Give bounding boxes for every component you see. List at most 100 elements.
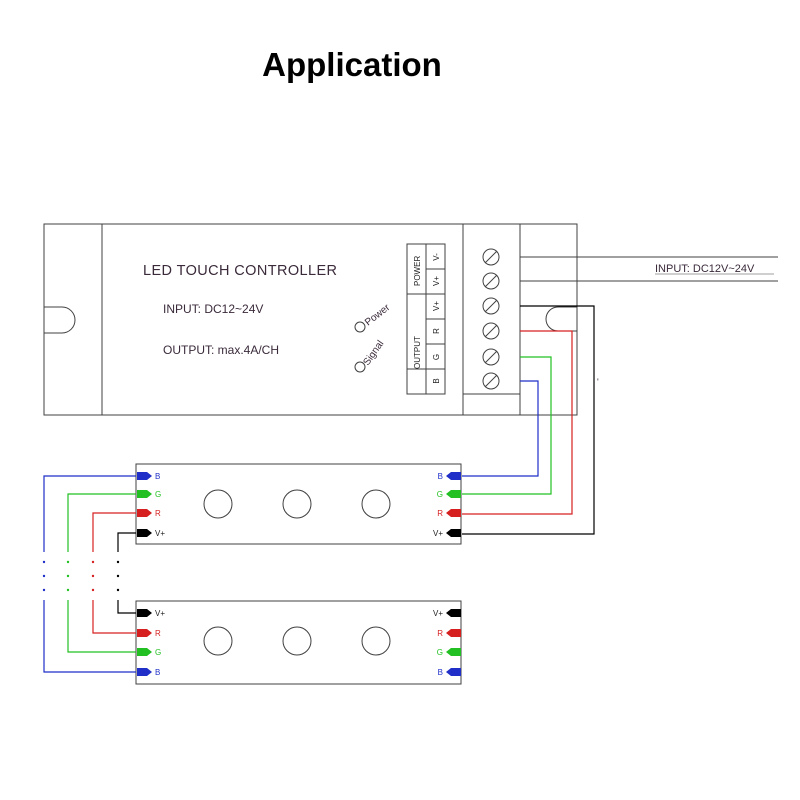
- stray-mark: ': [597, 377, 599, 387]
- screw-terminal-icon: [482, 272, 500, 290]
- screw-terminal-icon: [482, 248, 500, 266]
- controller-outline: [43, 223, 578, 416]
- screw-terminal-icon: [482, 322, 500, 340]
- pad-body: [451, 668, 461, 676]
- connector-pad: V+: [137, 529, 165, 538]
- connector-pad: R: [137, 509, 161, 518]
- pad-label: V+: [433, 609, 443, 618]
- pad-tip-icon: [147, 648, 152, 656]
- diagram-title: Application: [262, 46, 442, 83]
- continuation-dot: [66, 588, 70, 592]
- pad-tip-icon: [446, 648, 451, 656]
- pad-body: [137, 668, 147, 676]
- pad-tip-icon: [446, 509, 451, 517]
- terminal-label: V-: [432, 253, 441, 261]
- wire-vplus-link-bottom: [117, 600, 136, 614]
- continuation-dot: [42, 588, 46, 592]
- terminal-label: G: [432, 354, 441, 360]
- continuation-dot: [42, 574, 46, 578]
- pad-tip-icon: [147, 509, 152, 517]
- connector-pad: B: [137, 472, 160, 481]
- pad-body: [137, 629, 147, 637]
- pad-label: G: [155, 490, 161, 499]
- connector-pad: B: [137, 668, 160, 677]
- continuation-dot: [116, 574, 120, 578]
- connector-pad: G: [437, 490, 461, 499]
- pad-body: [451, 529, 461, 537]
- screw-terminal-icon: [482, 348, 500, 366]
- terminal-labels: V-V+V+RGB: [432, 253, 441, 384]
- wire-vplus-output: [462, 305, 595, 535]
- strip-1-led-2-icon: [282, 489, 312, 519]
- continuation-dots: [42, 560, 120, 592]
- strip-1-led-1-icon: [203, 489, 233, 519]
- continuation-dot: [116, 560, 120, 564]
- pad-body: [137, 509, 147, 517]
- pad-body: [137, 472, 147, 480]
- pad-tip-icon: [147, 529, 152, 537]
- pad-tip-icon: [446, 490, 451, 498]
- pad-label: V+: [155, 529, 165, 538]
- pad-label: B: [155, 472, 160, 481]
- connector-pad: B: [438, 668, 461, 677]
- pad-label: R: [155, 629, 161, 638]
- pad-body: [137, 648, 147, 656]
- terminal-label: R: [432, 328, 441, 334]
- pad-tip-icon: [147, 490, 152, 498]
- strip-2-led-2-icon: [282, 626, 312, 656]
- pad-label: B: [438, 472, 443, 481]
- power-led-label: Power: [363, 302, 393, 329]
- pad-tip-icon: [147, 668, 152, 676]
- terminal-block: [462, 223, 521, 395]
- continuation-dot: [66, 560, 70, 564]
- continuation-dot: [91, 560, 95, 564]
- strip-2-pads: V+ R G B V+ R G B: [137, 609, 461, 677]
- wire-blue-output: [462, 380, 539, 477]
- wire-green-output: [462, 356, 552, 495]
- signal-led-label: Signal: [361, 339, 386, 368]
- pad-tip-icon: [147, 472, 152, 480]
- pad-body: [137, 490, 147, 498]
- pad-body: [137, 529, 147, 537]
- connector-pad: V+: [433, 609, 461, 618]
- connector-pad: G: [137, 490, 161, 499]
- pad-tip-icon: [147, 609, 152, 617]
- strip-2-led-1-icon: [203, 626, 233, 656]
- continuation-dot: [91, 574, 95, 578]
- pad-body: [451, 472, 461, 480]
- wire-blue-link-bottom: [43, 600, 136, 673]
- pad-label: R: [437, 629, 443, 638]
- connector-pad: V+: [137, 609, 165, 618]
- continuation-dot: [66, 574, 70, 578]
- pad-body: [137, 609, 147, 617]
- pad-label: R: [437, 509, 443, 518]
- pad-label: G: [155, 648, 161, 657]
- pad-body: [451, 648, 461, 656]
- connector-pad: R: [437, 509, 461, 518]
- continuation-dot: [91, 588, 95, 592]
- mounting-slot-left: [44, 306, 76, 334]
- screw-terminal-icon: [482, 297, 500, 315]
- interconnect-wires: [43, 475, 136, 673]
- pad-label: G: [437, 648, 443, 657]
- screw-terminal-icon: [482, 372, 500, 390]
- pad-label: R: [155, 509, 161, 518]
- connector-pad: R: [437, 629, 461, 638]
- pad-body: [451, 609, 461, 617]
- pad-tip-icon: [446, 609, 451, 617]
- pad-label: V+: [433, 529, 443, 538]
- wire-green-link-bottom: [67, 600, 136, 653]
- controller-input-spec: INPUT: DC12~24V: [163, 302, 263, 316]
- terminal-label: V+: [432, 276, 441, 286]
- pad-label: B: [438, 668, 443, 677]
- connector-pad: V+: [433, 529, 461, 538]
- strip-2-led-3-icon: [361, 626, 391, 656]
- strip-1-outline: [135, 463, 462, 545]
- power-led-icon: [354, 321, 366, 333]
- strip-2-outline: [135, 600, 462, 685]
- pad-body: [451, 509, 461, 517]
- pad-tip-icon: [446, 529, 451, 537]
- pad-label: V+: [155, 609, 165, 618]
